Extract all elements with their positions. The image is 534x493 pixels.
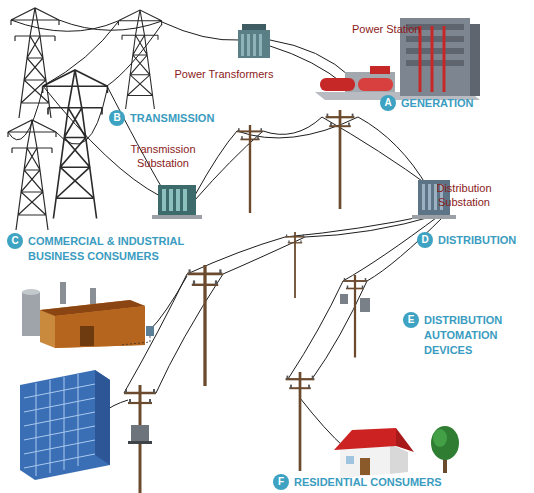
power-station <box>315 18 480 100</box>
component-label: Distribution Substation <box>424 181 504 209</box>
stage-heading: DISTRIBUTION <box>438 232 534 248</box>
component-label: Transmission Substation <box>125 142 201 170</box>
stage-heading: DISTRIBUTION AUTOMATION DEVICES <box>424 312 524 358</box>
transmission-substation <box>152 185 202 219</box>
utility-poles <box>124 110 367 493</box>
office-building <box>20 370 152 480</box>
stage-heading: RESIDENTIAL CONSUMERS <box>294 474 469 490</box>
letter-badge: F <box>273 474 289 490</box>
stage-heading: TRANSMISSION <box>130 110 250 126</box>
letter-badge: C <box>7 233 23 249</box>
factory <box>22 282 154 348</box>
component-label: Power Transformers <box>168 67 280 81</box>
step-marker: E DISTRIBUTION AUTOMATION DEVICES <box>403 312 524 358</box>
step-marker: F RESIDENTIAL CONSUMERS <box>273 474 469 490</box>
step-marker: A GENERATION <box>380 95 493 111</box>
tree <box>431 426 459 473</box>
step-marker: C COMMERCIAL & INDUSTRIAL BUSINESS CONSUM… <box>7 233 206 264</box>
automation-device <box>340 294 370 312</box>
house <box>334 428 414 478</box>
step-marker: B TRANSMISSION <box>109 110 250 126</box>
stage-heading: COMMERCIAL & INDUSTRIAL BUSINESS CONSUME… <box>28 233 206 264</box>
letter-badge: D <box>417 232 433 248</box>
letter-badge: E <box>403 312 419 328</box>
letter-badge: B <box>109 110 125 126</box>
step-marker: D DISTRIBUTION <box>417 232 534 248</box>
component-label: Power Station <box>352 22 432 36</box>
stage-heading: GENERATION <box>401 95 493 111</box>
power-transformer <box>238 24 270 58</box>
letter-badge: A <box>380 95 396 111</box>
